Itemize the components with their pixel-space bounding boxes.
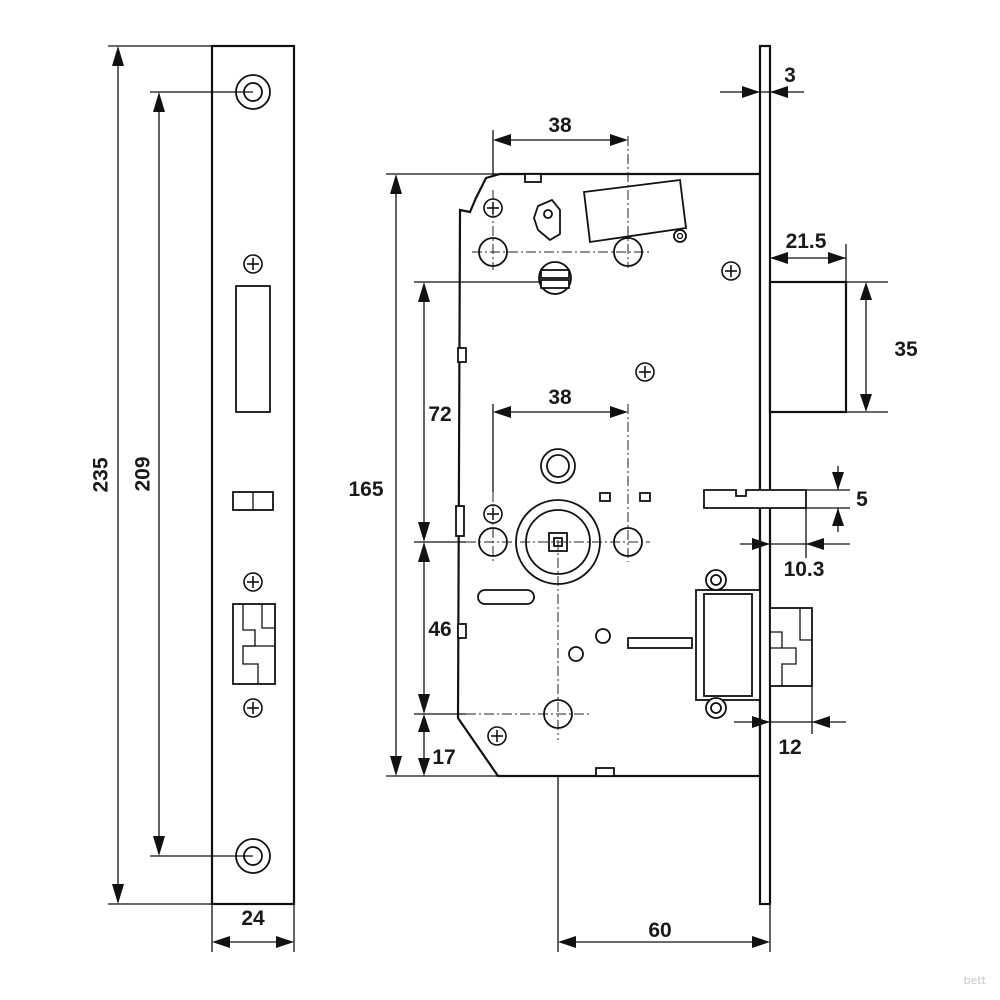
front-plate (758, 44, 772, 906)
faceplate (210, 44, 296, 906)
dim-spindle-to-cylinder: 46 (414, 542, 466, 715)
dim-screw-spacing: 209 (132, 91, 253, 857)
dim-latch-projection: 21.5 (770, 230, 847, 282)
faceplate-latch-opening (235, 285, 271, 413)
bolt-bar (627, 637, 693, 649)
dim-label-38-top: 38 (548, 114, 572, 137)
dim-faceplate-width: 24 (211, 904, 295, 952)
dim-aux-latch-height: 5 (806, 466, 868, 532)
dim-label-5: 5 (856, 488, 868, 511)
key-cam (533, 198, 561, 242)
dim-label-12: 12 (778, 736, 801, 759)
faceplate-screw-icon (243, 254, 263, 274)
dim-backset: 60 (557, 776, 771, 952)
faceplate-screw-icon (243, 698, 263, 718)
upper-follower (538, 261, 572, 295)
dim-spindle-to-top: 72 (414, 281, 541, 543)
dim-label-235: 235 (90, 457, 113, 492)
case-tab (595, 767, 615, 777)
dim-label-24: 24 (241, 907, 265, 930)
dim-latch-height: 35 (846, 281, 918, 413)
watermark: bett (964, 974, 987, 987)
dim-label-38-mid: 38 (548, 386, 572, 409)
dim-label-10-3: 10.3 (784, 558, 825, 581)
dim-label-46: 46 (428, 618, 451, 641)
case-tab (524, 173, 542, 183)
dim-label-35: 35 (894, 338, 918, 361)
dim-faceplate-thickness: 3 (720, 64, 804, 98)
case-screw-icon (721, 261, 741, 281)
dim-label-60: 60 (648, 919, 671, 942)
faceplate-deadbolt-opening (232, 603, 276, 685)
latch-bolt (768, 280, 848, 414)
dim-label-17: 17 (432, 746, 455, 769)
case-tab (457, 623, 467, 639)
lock-case (455, 172, 762, 778)
dim-aux-latch-projection: 10.3 (740, 508, 850, 581)
dim-deadbolt-projection: 12 (734, 686, 846, 759)
dim-case-height: 165 (348, 173, 500, 777)
case-tab (457, 347, 467, 363)
dim-backset-mid: 38 (492, 386, 628, 492)
slot (477, 589, 535, 605)
dim-backset-top: 38 (492, 114, 628, 176)
faceplate-screw-icon (243, 572, 263, 592)
case-screw-icon (487, 726, 507, 746)
dim-bottom-offset: 17 (418, 714, 456, 776)
latch-lever (582, 178, 688, 244)
dim-label-3: 3 (784, 64, 796, 87)
deadbolt (695, 569, 813, 719)
dim-faceplate-length: 235 (90, 45, 212, 905)
case-screw-icon (635, 362, 655, 382)
aux-latch (703, 489, 807, 509)
dim-label-21-5: 21.5 (786, 230, 827, 253)
dim-label-209: 209 (132, 456, 155, 491)
dim-label-165: 165 (348, 478, 383, 501)
case-tab (455, 505, 465, 537)
dim-label-72: 72 (428, 403, 451, 426)
faceplate-aux-latch-opening (232, 491, 274, 511)
centre-lines (466, 136, 650, 740)
